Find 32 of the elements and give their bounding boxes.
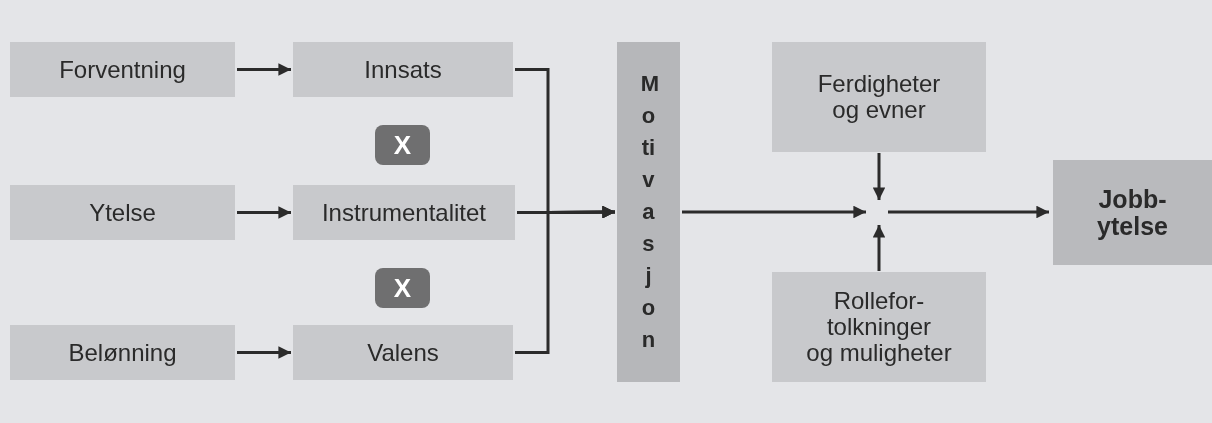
box-label: Ytelse	[89, 199, 156, 226]
arrow	[872, 153, 886, 200]
box-label: Forventning	[59, 56, 186, 83]
process-box	[293, 42, 513, 97]
multiply-badge	[375, 268, 430, 308]
arrow	[888, 205, 1049, 219]
arrow	[682, 205, 866, 219]
factor-box	[10, 42, 235, 97]
arrow	[872, 225, 886, 271]
box-label: Belønning	[68, 339, 177, 366]
vertical-label: Motivasjon	[640, 70, 657, 354]
outcome-box	[1053, 160, 1212, 265]
multiply-sign: X	[393, 273, 412, 303]
box-label: Ferdigheter og evner	[817, 71, 941, 123]
arrow	[237, 346, 291, 359]
box-label: Innsats	[364, 56, 442, 83]
factor-box	[10, 185, 235, 240]
factor-box	[10, 325, 235, 380]
box-label: Jobb- ytelse	[1097, 185, 1168, 240]
factor-box	[772, 42, 986, 152]
process-box	[293, 185, 515, 240]
motivation-bar	[617, 42, 680, 382]
multiply-badge	[375, 125, 430, 165]
box-label: Valens	[367, 339, 439, 366]
box-label: Instrumentalitet	[321, 199, 487, 226]
box-label: Rollefor- tolkninger og muligheter	[806, 288, 952, 366]
multiply-sign: X	[393, 130, 412, 160]
arrow	[237, 206, 291, 219]
arrow	[237, 63, 291, 76]
arrow	[515, 205, 615, 354]
process-box	[293, 325, 513, 380]
factor-box	[772, 272, 986, 382]
